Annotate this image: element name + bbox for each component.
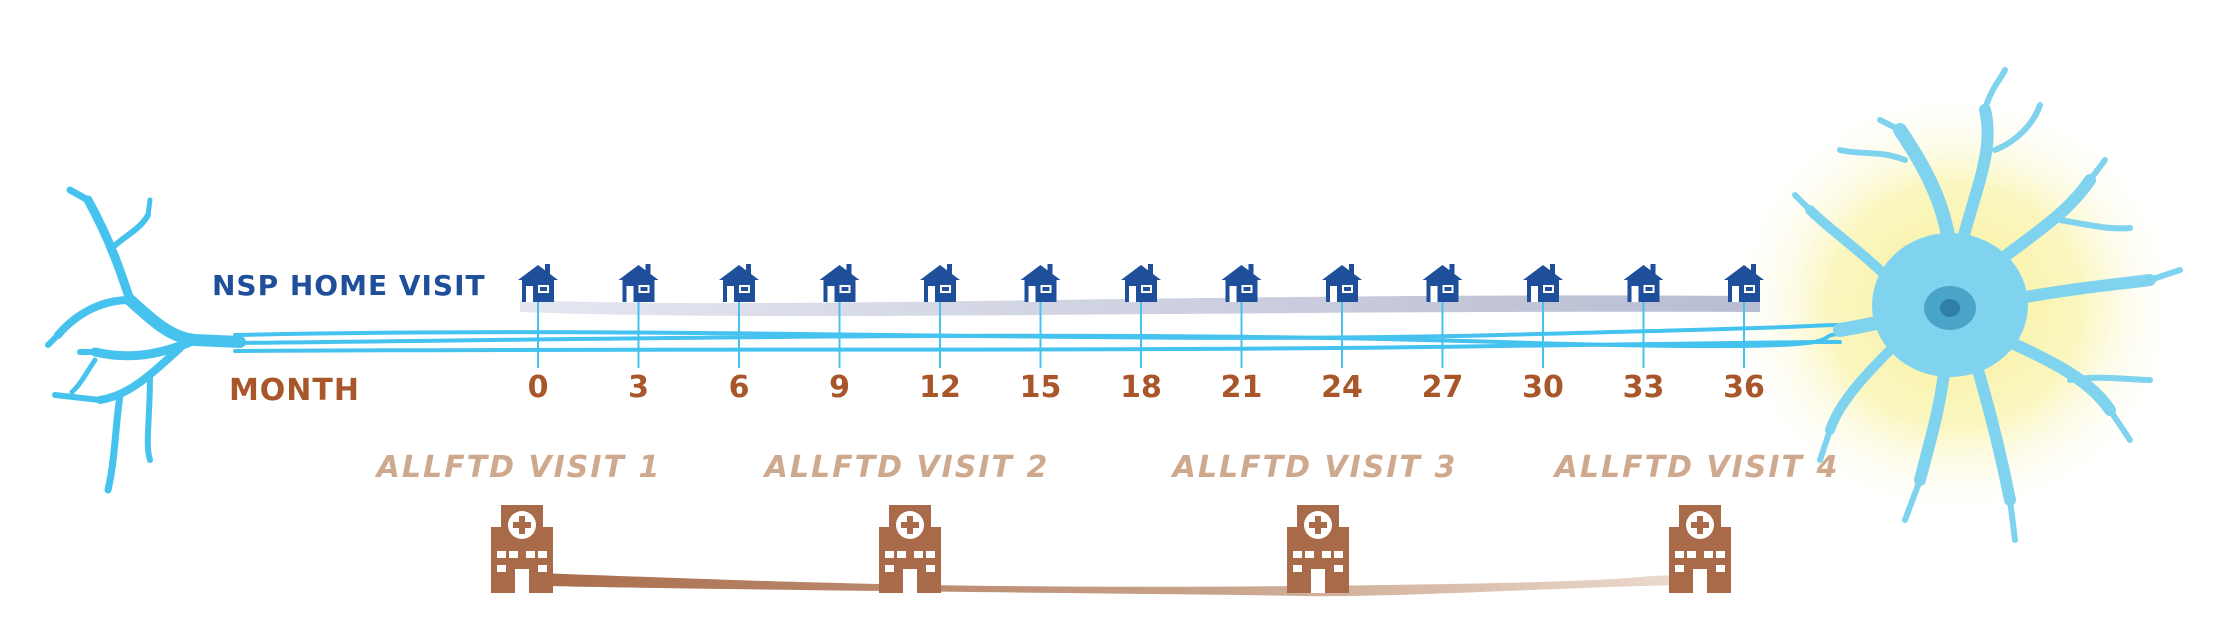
hospital-icon — [879, 505, 941, 593]
month-number: 9 — [829, 370, 850, 405]
month-number: 18 — [1120, 370, 1162, 405]
house-icon — [1623, 264, 1664, 302]
month-number: 24 — [1321, 370, 1363, 405]
axon — [233, 323, 1842, 353]
month-number: 21 — [1220, 370, 1263, 405]
month-number: 0 — [527, 370, 549, 405]
house-icon — [1724, 264, 1764, 302]
house-icon — [1121, 264, 1161, 302]
hospital-icon — [491, 505, 553, 593]
month-number: 12 — [919, 370, 961, 405]
month-number: 33 — [1622, 370, 1665, 405]
house-icon — [1422, 264, 1463, 302]
allftd-visit-label: ALLFTD VISIT 1 — [376, 450, 662, 485]
neuron-icon — [1792, 67, 2183, 543]
house-icon — [1523, 264, 1563, 302]
month-number: 30 — [1522, 370, 1564, 405]
house-icon — [1221, 264, 1262, 302]
house-icon — [819, 264, 860, 302]
home-visit-markers — [518, 264, 1764, 368]
month-label: MONTH — [228, 373, 360, 408]
allftd-timeline-bar — [505, 572, 1700, 597]
house-icon — [1020, 264, 1061, 302]
house-icon — [920, 264, 960, 302]
house-icon — [1322, 264, 1362, 302]
hospital-icon — [1287, 505, 1349, 593]
month-number: 15 — [1019, 370, 1062, 405]
month-number: 36 — [1723, 370, 1765, 405]
house-icon — [618, 264, 659, 302]
house-icon — [518, 264, 558, 302]
hospital-icon — [1669, 505, 1731, 593]
month-number: 27 — [1421, 370, 1464, 405]
allftd-visit-label: ALLFTD VISIT 2 — [764, 450, 1050, 485]
nsp-home-visit-label: NSP HOME VISIT — [212, 269, 486, 302]
allftd-visit-markers — [491, 505, 1731, 593]
dendrite-icon — [45, 186, 246, 494]
allftd-visit-label: ALLFTD VISIT 3 — [1172, 450, 1458, 485]
allftd-visit-label: ALLFTD VISIT 4 — [1554, 450, 1840, 485]
house-icon — [719, 264, 759, 302]
month-number: 3 — [628, 370, 649, 405]
month-number: 6 — [728, 370, 750, 405]
